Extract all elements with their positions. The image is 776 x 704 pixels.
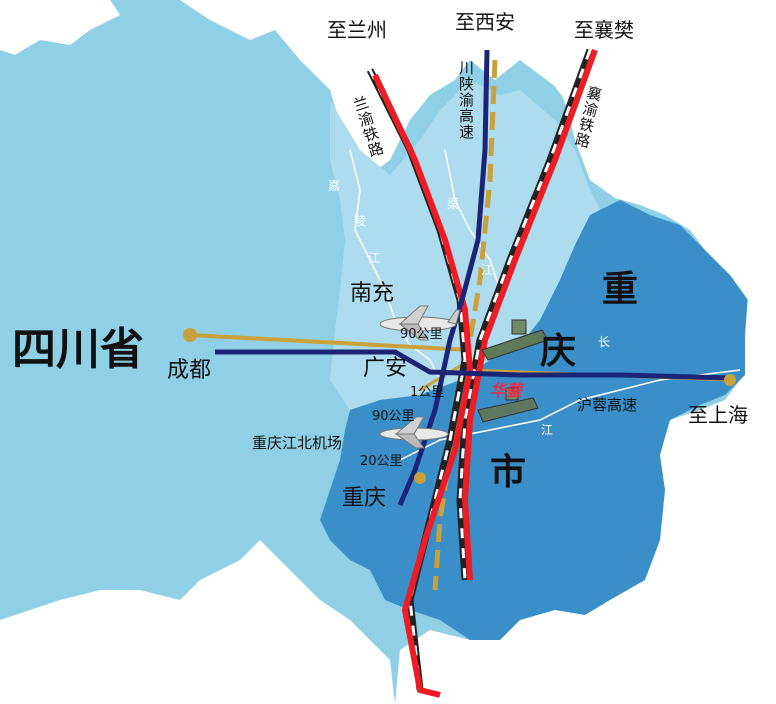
distance-label-guangan: 1公里	[410, 385, 445, 400]
municipality-char-3: 市	[490, 452, 527, 493]
jialing-river	[349, 149, 441, 381]
white-gap-bottomleft	[0, 540, 395, 704]
hurong-expressway-navy	[215, 349, 731, 381]
airplane-icon-airport	[379, 416, 449, 449]
city-label-guangan: 广安	[363, 356, 408, 381]
distance-label-chongqing: 20公里	[360, 454, 403, 469]
river-char-chang-2: 江	[541, 423, 554, 437]
destination-label-lanzhou: 至兰州	[327, 18, 387, 42]
city-label-nanchong: 南充	[350, 281, 395, 306]
municipality-char-2: 庆	[540, 331, 577, 372]
distance-label-nanchong: 90公里	[400, 327, 443, 342]
river-char-chang-1: 长	[598, 335, 611, 349]
airport-label: 重庆江北机场	[252, 434, 343, 452]
ship-icon-upper	[481, 319, 549, 361]
city-label-chengdu: 成都	[167, 358, 212, 383]
distance-label-airport: 90公里	[372, 409, 415, 424]
destination-label-xiangfan: 至襄樊	[574, 18, 634, 42]
destination-label-xian: 至西安	[455, 10, 515, 34]
destination-label-shanghai: 至上海	[688, 403, 748, 427]
lanyu-railway-red	[372, 73, 474, 698]
route-label-hurong-expressway: 沪蓉高速	[577, 396, 638, 414]
shanghai-dot	[724, 374, 736, 386]
qu-river	[444, 149, 501, 371]
municipality-char-1: 重	[602, 269, 639, 310]
river-char-jialing-2: 陵	[354, 214, 367, 228]
river-char-jialing-1: 嘉	[328, 179, 341, 193]
highlight-label-huaying: 华蓥	[490, 381, 523, 400]
province-label-sichuan: 四川省	[12, 324, 144, 375]
chuanshanyu-expressway-gold	[432, 59, 498, 591]
xiangyu-railway-red	[461, 48, 598, 581]
river-char-qu-1: 渠	[447, 197, 460, 211]
white-gap-bottomright	[470, 395, 776, 704]
route-label-chuanshanyu-expressway: 川陕渝高速	[457, 60, 475, 140]
chengdu-gold-line	[189, 333, 471, 352]
river-char-qu-2: 江	[481, 263, 494, 277]
city-label-chongqing: 重庆	[342, 486, 387, 511]
chengdu-dot	[183, 328, 197, 342]
ship-icon-lower	[477, 387, 539, 423]
white-gap-topleft	[0, 0, 120, 55]
river-char-jialing-3: 江	[368, 251, 381, 265]
chongqing-dot	[414, 472, 426, 484]
airplane-icon-nanchong	[379, 305, 461, 341]
xiangyu-railway-track	[456, 48, 594, 581]
